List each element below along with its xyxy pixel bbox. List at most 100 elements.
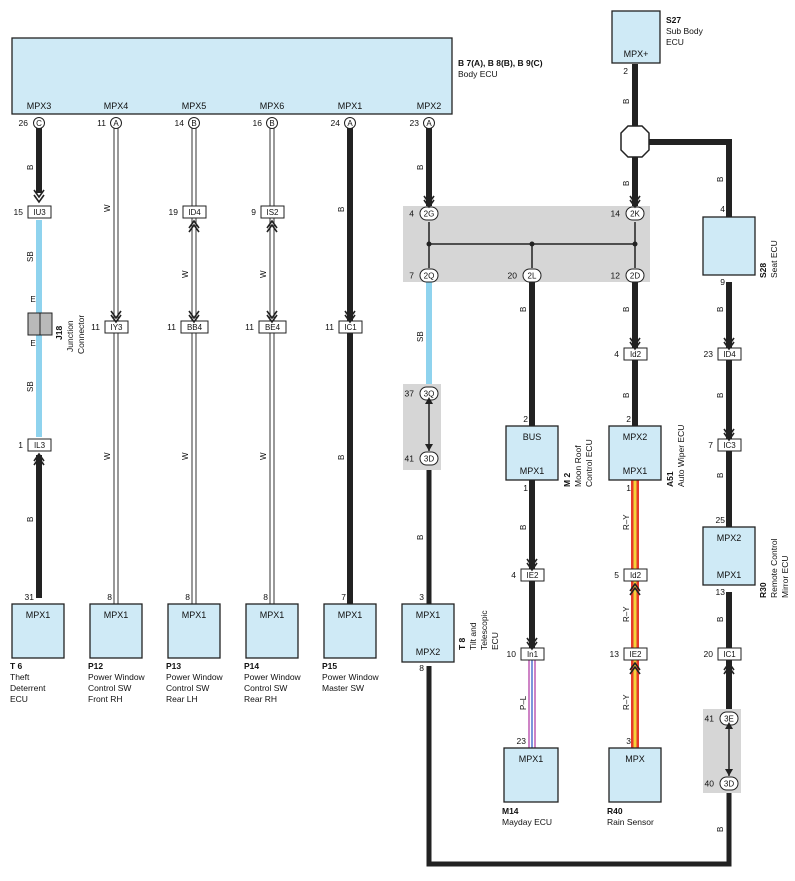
pin-label: MPX1 — [416, 610, 441, 620]
wire-color-label: R–Y — [622, 606, 631, 622]
p15-code: P15 — [322, 661, 337, 671]
connector-code: ID4 — [723, 350, 736, 359]
pin-number: 2 — [626, 414, 631, 424]
pin-label: MPX1 — [338, 610, 363, 620]
wire-color-label: B — [716, 307, 725, 312]
a51-code: A51 — [665, 471, 675, 487]
t6-code: T 6 — [10, 661, 23, 671]
connector-code: IU3 — [33, 208, 46, 217]
arrow-up-icon — [725, 722, 733, 729]
pin-number: 24 — [331, 118, 341, 128]
connector-code: In1 — [527, 650, 539, 659]
pin-number: 5 — [614, 570, 619, 580]
connector-box — [623, 568, 648, 582]
pin-number: 20 — [508, 271, 518, 281]
pin-number: 9 — [720, 277, 725, 287]
pin-number: 41 — [705, 714, 715, 724]
wire-color-label: B — [26, 517, 35, 522]
pin-label: MPX2 — [417, 101, 442, 111]
connector-code: ID4 — [188, 208, 201, 217]
s28-code: S28 — [758, 263, 768, 278]
connector-code: IC1 — [723, 650, 736, 659]
wire-b — [426, 666, 732, 867]
pin-number: 8 — [107, 592, 112, 602]
wire-color-label: B — [622, 99, 631, 104]
pin-label: MPX1 — [520, 466, 545, 476]
connector-code: IL3 — [34, 441, 46, 450]
connector-letter: B — [191, 119, 196, 128]
t8-name: Tilt and — [468, 622, 478, 650]
m14-code: M14 — [502, 806, 519, 816]
pin-label: MPX1 — [338, 101, 363, 111]
junction-pin — [419, 268, 439, 283]
wire-color-label: B — [519, 525, 528, 530]
pin-number: 13 — [716, 587, 726, 597]
junction-pin — [419, 451, 439, 466]
pin-number: 1 — [626, 483, 631, 493]
t6-theft-deterrent-ecu: MPX1 31 T 6 Theft Deterrent ECU — [10, 592, 65, 704]
connector-letter: A — [426, 119, 432, 128]
p12-name: Power Window — [88, 672, 146, 682]
r30-name: Mirror ECU — [780, 556, 790, 599]
connector-box — [27, 205, 52, 219]
body-ecu: B 7(A), B 8(B), B 9(C) Body ECU MPX3 MPX… — [11, 37, 543, 115]
p12-name: Control SW — [88, 683, 131, 693]
p12-power-window-sw-front-rh: MPX1 8 P12 Power Window Control SW Front… — [88, 592, 146, 704]
p12-name: Front RH — [88, 694, 122, 704]
p13-power-window-sw-rear-lh: MPX1 8 P13 Power Window Control SW Rear … — [166, 592, 224, 704]
pin-number: 11 — [245, 322, 254, 332]
pin-number: 25 — [716, 515, 726, 525]
pin-number: 14 — [175, 118, 185, 128]
wire-color-label: SB — [26, 381, 35, 392]
connector-box — [623, 647, 648, 661]
wire-color-label: E — [30, 339, 35, 348]
junction-pin — [522, 268, 542, 283]
r40-name: Rain Sensor — [607, 817, 654, 827]
pin-number: 7 — [708, 440, 713, 450]
pin-number: 41 — [405, 454, 415, 464]
junction-pin-label: 2K — [630, 210, 640, 219]
r30-code: R30 — [758, 582, 768, 598]
connector-box — [717, 647, 742, 661]
pin-label: MPX1 — [182, 610, 207, 620]
wire-color-label: B — [716, 393, 725, 398]
t8-code: T 8 — [457, 637, 467, 650]
wire-color-label: W — [103, 452, 112, 460]
wire-color-label: B — [622, 307, 631, 312]
wire-color-label: SB — [26, 251, 35, 262]
connector-letter: B — [269, 119, 274, 128]
connector-box — [260, 205, 285, 219]
connector-letter-circle — [110, 117, 122, 129]
pin-number: 14 — [611, 209, 621, 219]
pin-number: 2 — [523, 414, 528, 424]
j18-code: J18 — [54, 326, 64, 340]
junction-pin-label: 3Q — [424, 390, 435, 399]
pin-label: MPX1 — [623, 466, 648, 476]
pin-number: 12 — [611, 271, 621, 281]
junction-pin-label: 3E — [724, 715, 734, 724]
p14-name: Control SW — [244, 683, 287, 693]
pin-label: MPX2 — [623, 432, 648, 442]
s27-sub-body-ecu: MPX+ S27 Sub Body ECU 2 — [611, 10, 704, 76]
pin-number: 4 — [511, 570, 516, 580]
wire-color-label: E — [30, 295, 35, 304]
junction-pin-label: 2Q — [424, 272, 435, 281]
wire-color-label: B — [416, 165, 425, 170]
junction-pin-label: 3D — [724, 780, 734, 789]
pin-number: 8 — [419, 663, 424, 673]
junction-pin-label: 2D — [630, 272, 640, 281]
connector-letter-circle — [344, 117, 356, 129]
t6-name: Theft — [10, 672, 30, 682]
pin-number: 7 — [341, 592, 346, 602]
arrow-up-icon — [425, 397, 433, 404]
connector-letter-circle — [423, 117, 435, 129]
connector-letter-circle — [33, 117, 45, 129]
pin-label: MPX — [625, 754, 645, 764]
pin-number: 7 — [409, 271, 414, 281]
wire-color-label: B — [337, 455, 346, 460]
wire-color-label: SB — [416, 331, 425, 342]
pin-label: MPX1 — [26, 610, 51, 620]
pin-label: MPX2 — [717, 533, 742, 543]
p14-power-window-sw-rear-rh: MPX1 8 P14 Power Window Control SW Rear … — [244, 592, 302, 704]
